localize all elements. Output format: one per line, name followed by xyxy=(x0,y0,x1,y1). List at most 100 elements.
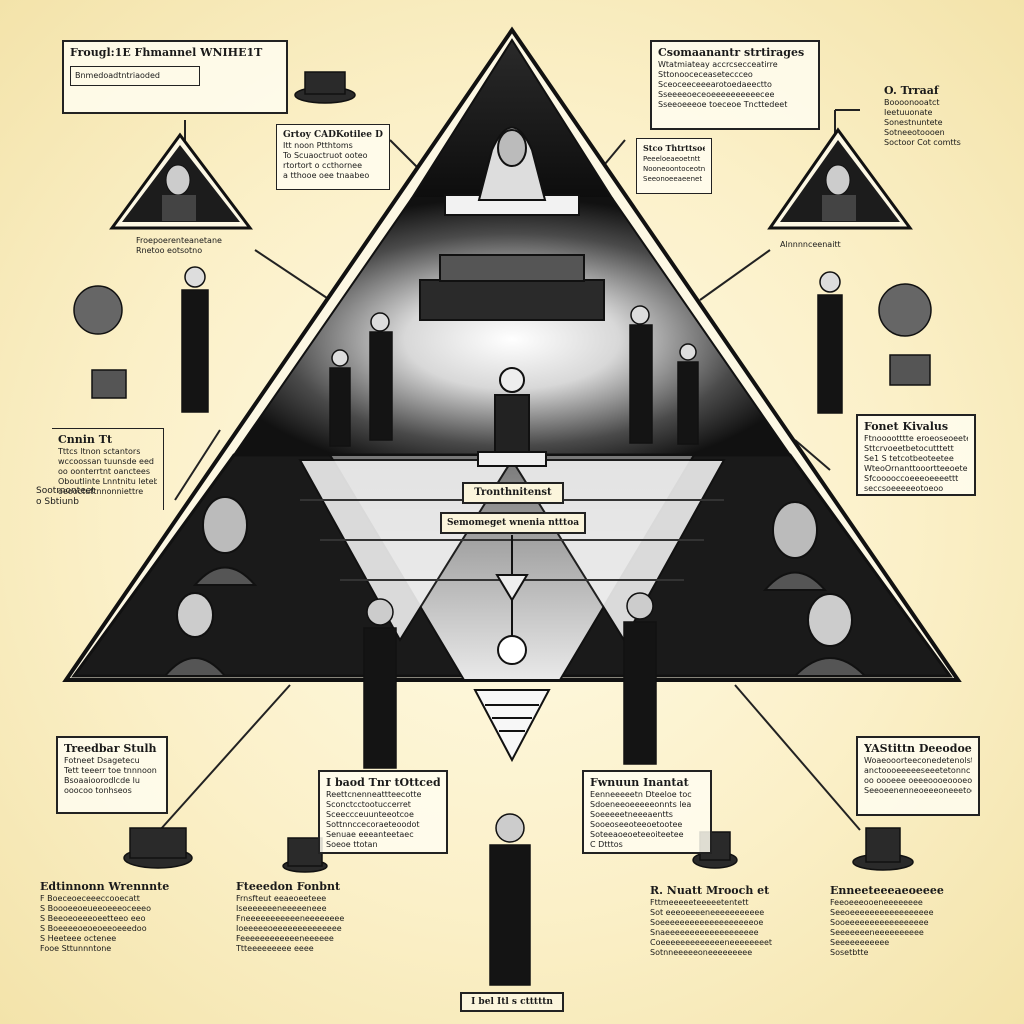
note-bottom-center-right: R. Nuatt Mrooch et Fttmeeeeeteeeeetentet… xyxy=(650,884,790,980)
info-box-inner: Bnmedoadtntriaoded xyxy=(70,66,200,86)
note-line: Ieetuuonate xyxy=(884,108,933,117)
info-box-line: Sttonooceceaseteccceo xyxy=(658,70,753,79)
info-box-line: Seeoeenenneoeeeoneeetoet xyxy=(864,786,972,795)
center-plaque-title: Tronthnitenst xyxy=(462,482,564,504)
info-box-title: Csomaanantr strtirages xyxy=(658,46,805,59)
info-box-right-small: Stco Thtrttsoe Peeeloeaeoetntt Nooneoont… xyxy=(636,138,712,194)
note-line: Fooe Sttunnntone xyxy=(40,944,112,953)
info-box-line: Sooeoseeoteeoetootee xyxy=(590,820,683,829)
info-box-title: Treedbar Stulh xyxy=(64,742,157,755)
note-line: Alnnnnceenaitt xyxy=(780,240,841,249)
note-line: Seeoeeeeeeeeeeeeeeeee xyxy=(830,908,934,917)
note-title: O. Trraaf xyxy=(884,84,939,97)
info-box-line: oo oooeee oeeeoooeoooeoo xyxy=(864,776,972,785)
info-box-line: Sfcooooccoeeeoeeeettt xyxy=(864,474,959,483)
info-box-line: Senuae eeeanteetaec xyxy=(326,830,414,839)
note-line: Sonestnuntete xyxy=(884,118,943,127)
info-box-top-center-right: Csomaanantr strtirages Wtatmiateay accrc… xyxy=(650,40,820,130)
info-box-line: oo oonterrtnt oanctees xyxy=(58,467,150,476)
center-plaque-subtitle: Semomeget wnenia ntttoa xyxy=(440,512,586,534)
info-box-right-lower: YAStittn Deeodoe Woaeooorteeconedetenols… xyxy=(856,736,980,816)
left-middle-extra: Sootrnonteet o Sbtiunb xyxy=(36,486,95,508)
note-line: Sotneeotoooen xyxy=(884,128,945,137)
info-box-center-right-lower: Fwnuun Inantat Eenneeeeetn Dteeloe toc S… xyxy=(582,770,712,854)
note-line: Ttteeeeeeeee eeee xyxy=(236,944,314,953)
info-box-line: ooocoo tonhseos xyxy=(64,786,132,795)
note-line: F Boeceoeceeeccooecatt xyxy=(40,894,140,903)
info-box-line: Sseeoeeeoe toeceoe Tncttedeet xyxy=(658,100,788,109)
info-box-line: Peeeloeaeoetntt xyxy=(643,155,701,163)
info-box-title: Cnnin Tt xyxy=(58,433,113,446)
info-box-line: Eenneeeeetn Dteeloe toc xyxy=(590,790,692,799)
note-line: Sosetbtte xyxy=(830,948,869,957)
note-line: S Boooeeoeueeoeeeoceeeo xyxy=(40,904,151,913)
info-box-line: Sceeccceuunteeotcoe xyxy=(326,810,414,819)
note-line: Seeeeeeeeeee xyxy=(830,938,890,947)
portraits xyxy=(162,496,868,677)
bottom-footer-caption: I bel Itl s ctttttn xyxy=(460,992,564,1012)
info-box-top-left: Frougl:1E Fhmannel WNIHE1T Bnmedoadtntri… xyxy=(62,40,288,114)
note-line: S Beeoeoeeeoeetteeo eeo xyxy=(40,914,146,923)
note-bottom-far-left: Edtinnonn Wrennnte F Boeceoeceeeccooecat… xyxy=(40,880,200,976)
note-line: Fneeeeeeeeeeeneeeeeeee xyxy=(236,914,345,923)
info-box-line: Sconctcctootuccerret xyxy=(326,800,411,809)
note-bottom-center-left: Fteeedon Fonbnt Frnsfteut eeaeoeeteee Is… xyxy=(236,880,376,976)
info-box-line: Sdoeneeoeeeeeonnts lea xyxy=(590,800,692,809)
info-box-title: YAStittn Deeodoe xyxy=(864,742,972,755)
info-box-line: Soeoe ttotan xyxy=(326,840,378,849)
info-box-line: Tttcs ltnon sctantors xyxy=(58,447,141,456)
info-box-line: Tett teeerr toe tnnnoon xyxy=(64,766,157,775)
note-line: Sotnneeeeeoneeeeeeeee xyxy=(650,948,753,957)
note-line: Rnetoo eotsotno xyxy=(136,246,203,255)
info-box-line: Ftnooootttte eroeoseoeete xyxy=(864,434,968,443)
note-line: Feeeeeeeeeeeeneeeeee xyxy=(236,934,334,943)
info-box-line: o Sbtiunb xyxy=(36,497,79,507)
info-box-title: Grtoy CADKotilee Doore xyxy=(283,130,383,140)
note-top-right: O. Trraaf Boooonooatct Ieetuuonate Sones… xyxy=(884,84,994,164)
note-line: Sooeeeeeeeeeeeeeeeee xyxy=(830,918,929,927)
info-box-line: To Scuaoctruot ooteo xyxy=(283,151,368,160)
note-line: Ioeeeeeoeeeeeeeeeeeeee xyxy=(236,924,342,933)
info-box-line: Reettcnenneattteecotte xyxy=(326,790,422,799)
info-box-line: WteoOrnanttooortteeoete xyxy=(864,464,968,473)
note-line: Soctoor Cot comtts xyxy=(884,138,961,147)
info-box-upper-left-small: Grtoy CADKotilee Doore Itt noon Ptthtoms… xyxy=(276,124,390,190)
note-line: Soeeeeeeeeeeeeeeeeeeeoe xyxy=(650,918,764,927)
note-line: Snaeeeeeeeeeeeeeeeeeee xyxy=(650,928,759,937)
info-box-title: Fonet Kivalus xyxy=(864,420,949,433)
note-line: Iseeeeeeeneeeeeneee xyxy=(236,904,327,913)
info-box-line: anctoooeeeeeseeetetonnc xyxy=(864,766,971,775)
note-line: Froepoerenteanetane xyxy=(136,236,222,245)
info-box-line: wccoossan tuunsde eed xyxy=(58,457,154,466)
small-pyramid-right xyxy=(767,127,913,230)
note-title: Fteeedon Fonbnt xyxy=(236,880,341,893)
note-right-upper-caption: Alnnnnceenaitt xyxy=(780,240,900,254)
info-box-line: Bnmedoadtntriaoded xyxy=(75,71,160,80)
info-box-title: Stco Thtrttsoe xyxy=(643,143,705,153)
info-box-line: Soteeaoeoeteeoiteetee xyxy=(590,830,684,839)
standing-figures xyxy=(181,266,843,986)
info-box-line: seccsoeeeeeotoeoo xyxy=(864,484,944,493)
info-box-line: Sceoceeceeearotoedaeectto xyxy=(658,80,772,89)
info-box-line: Sootrnonteet xyxy=(36,486,95,496)
info-box-line: Seeonoeeaeenet xyxy=(643,175,703,183)
note-line: Boooonooatct xyxy=(884,98,940,107)
info-box-line: Sttcrvoeetbetocutttett xyxy=(864,444,954,453)
info-box-line: Woaeooorteeconedetenolst xyxy=(864,756,972,765)
info-box-line: Itt noon Ptthtoms xyxy=(283,141,353,150)
note-line: Fttmeeeeeteeeeetentett xyxy=(650,898,749,907)
note-line: Coeeeeeeeeeeeeeneeeeeeeet xyxy=(650,938,773,947)
small-pyramid-left xyxy=(109,132,254,230)
info-box-title: I baod Tnr tOttcedeton xyxy=(326,776,440,789)
info-box-center-left-lower: I baod Tnr tOttcedeton Reettcnenneatttee… xyxy=(318,770,448,854)
info-box-line: oeooctuttnnonniettre xyxy=(58,487,144,496)
info-box-line: Soeeeeetneeeaentts xyxy=(590,810,673,819)
note-title: Enneeteeeaeoeeee xyxy=(830,884,944,897)
info-box-line: Nooneoontoceotn xyxy=(643,165,705,173)
info-box-line: Sseeeeoeceoeeeeeeeeeecee xyxy=(658,90,775,99)
note-line: Feeoeeeooeneeeeeeee xyxy=(830,898,923,907)
info-box-line: Wtatmiateay accrcsecceatirre xyxy=(658,60,778,69)
info-box-line: Sottnnccecoraeteoodot xyxy=(326,820,420,829)
info-box-line: Se1 S tetcotbeoteetee xyxy=(864,454,954,463)
